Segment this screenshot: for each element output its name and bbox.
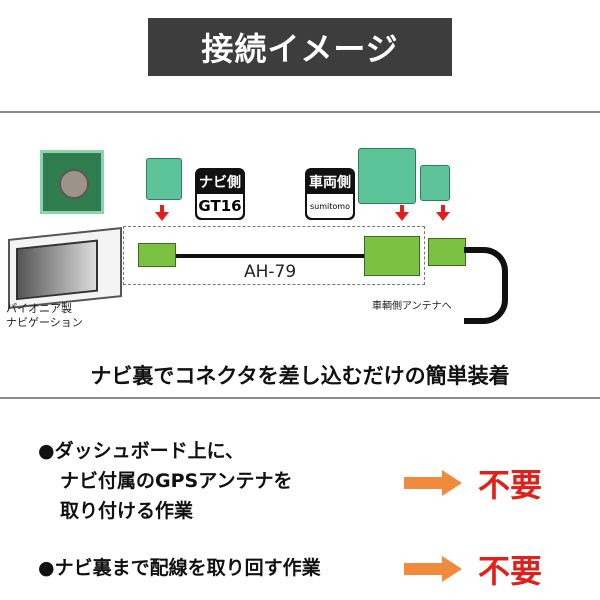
item-2-text: ●ナビ裏まで配線を取り回す作業 — [38, 557, 321, 579]
cable-line — [175, 254, 365, 258]
navi-port-image — [40, 150, 104, 214]
antenna-connector — [428, 238, 466, 266]
result-label: 不要 — [478, 466, 543, 504]
item-1-text: ●ダッシュボード上に、 ナビ付属のGPSアンテナを 取り付ける作業 — [38, 436, 292, 526]
arrow-right-icon — [404, 556, 462, 582]
divider — [0, 111, 600, 113]
result-label: 不要 — [478, 552, 543, 590]
vehicle-side-connector — [364, 236, 420, 276]
arrow-down-icon — [395, 205, 409, 221]
device-label: パイオニア製 ナビゲーション — [6, 302, 83, 330]
vehicle-connector-label: sumitomo — [307, 194, 353, 218]
antenna-connector-image — [420, 165, 450, 201]
cable-box — [123, 226, 425, 285]
device-label-line1: パイオニア製 — [6, 302, 72, 315]
item-1-line: ●ダッシュボード上に、 — [38, 440, 245, 462]
vehicle-side-badge: 車両側 sumitomo — [305, 168, 355, 220]
navi-connector-label: GT16 — [197, 194, 243, 218]
arrow-down-icon — [436, 205, 450, 221]
vehicle-side-label: 車両側 — [309, 175, 351, 191]
divider — [0, 397, 600, 399]
caption: ナビ裏でコネクタを差し込むだけの簡単装着 — [90, 364, 510, 388]
antenna-label: 車輌側アンテナへ — [372, 301, 452, 312]
cable-name: AH-79 — [244, 262, 297, 282]
item-1-line: ナビ付属のGPSアンテナを — [60, 470, 293, 492]
navi-side-label: ナビ側 — [199, 175, 241, 191]
arrow-right-icon — [404, 470, 462, 496]
item-1-line: 取り付ける作業 — [60, 500, 194, 522]
antenna-cable — [464, 247, 508, 324]
device-label-line2: ナビゲーション — [6, 316, 83, 329]
navi-side-connector — [138, 243, 176, 267]
page-title: 接続イメージ — [148, 18, 452, 76]
navi-unit-image — [8, 227, 122, 309]
navi-side-badge: ナビ側 GT16 — [195, 168, 245, 220]
sumitomo-connector-image — [358, 148, 416, 204]
arrow-down-icon — [155, 205, 169, 221]
gt16-connector-image — [146, 158, 182, 200]
